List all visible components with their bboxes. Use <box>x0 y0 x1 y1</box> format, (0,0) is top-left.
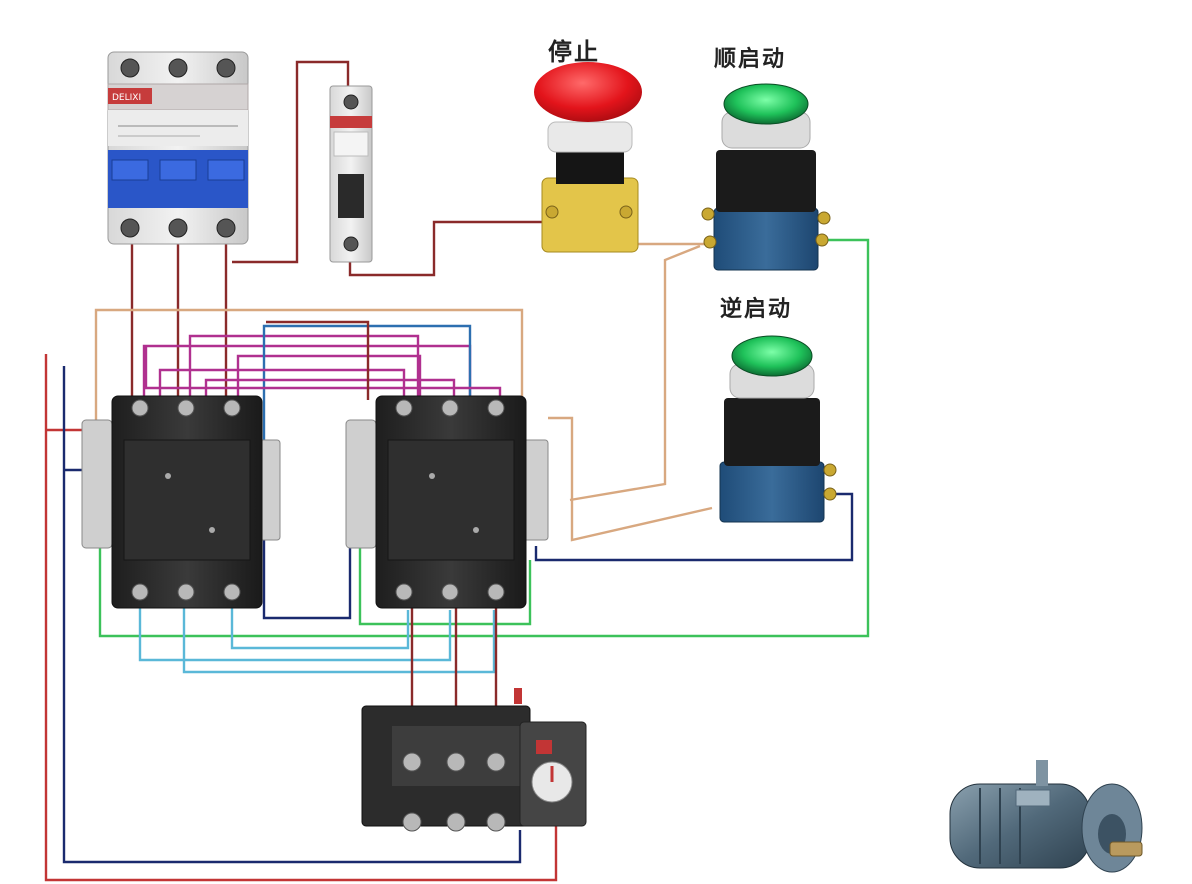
wire-forward-to-reverse <box>569 244 701 502</box>
motor[interactable] <box>949 760 1143 873</box>
wire-cross-magenta-4 <box>158 368 406 400</box>
wire-cyan-3 <box>230 600 410 650</box>
wire-cross-magenta-2 <box>188 334 420 400</box>
wire-reverse-to-km2-aux <box>548 416 713 542</box>
breaker-brand-text: DELIXI <box>112 93 141 103</box>
forward-start-label: 顺启动 <box>714 46 786 72</box>
wire-cyan-1 <box>138 600 452 662</box>
contactor-km1[interactable] <box>81 395 281 609</box>
wire-navy-km2-to-reverse <box>534 492 854 562</box>
breaker-1p[interactable] <box>329 85 373 263</box>
contactor-km2[interactable] <box>345 395 549 609</box>
wire-cross-brown-2 <box>266 320 370 400</box>
stop-button[interactable] <box>534 62 642 253</box>
wire-navy-bottom <box>262 520 352 620</box>
stop-label: 停止 <box>548 38 600 66</box>
wire-cross-magenta-5 <box>204 378 456 400</box>
wire-control-supply <box>232 60 350 264</box>
wire-outer-red <box>44 354 558 882</box>
forward-green-lamp-icon <box>723 83 809 125</box>
wire-cross-brown-outer <box>94 308 524 440</box>
breaker-screw-icon <box>120 58 140 78</box>
breaker-3p[interactable]: DELIXI <box>107 51 249 245</box>
stop-mushroom-icon <box>534 62 642 122</box>
wire-cyan-2 <box>182 600 496 674</box>
forward-start-button[interactable] <box>701 83 831 271</box>
reverse-start-button[interactable] <box>719 335 837 523</box>
wire-outer-navy <box>62 366 522 864</box>
wire-breaker1p-to-stop <box>348 220 555 277</box>
wire-cross-magenta-6 <box>144 346 502 400</box>
reverse-start-label: 逆启动 <box>720 296 792 322</box>
wire-green-return <box>98 238 870 638</box>
wire-green-km2 <box>358 530 532 626</box>
wire-cross-magenta-3 <box>236 354 422 400</box>
reverse-green-lamp-icon <box>731 335 813 377</box>
thermal-relay[interactable] <box>361 688 587 832</box>
